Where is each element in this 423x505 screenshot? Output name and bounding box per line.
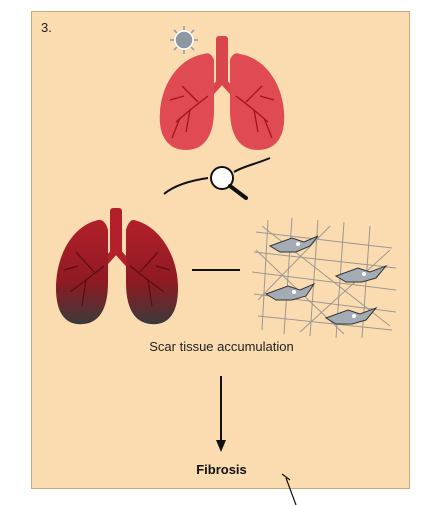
scarred-lungs-icon [56,208,178,324]
virus-icon [170,26,198,54]
callout-line [282,474,296,505]
fibroblast-mesh-icon [252,218,396,338]
healthy-lungs-icon [160,36,285,150]
magnifier-icon [164,158,270,198]
down-arrow [216,376,226,452]
